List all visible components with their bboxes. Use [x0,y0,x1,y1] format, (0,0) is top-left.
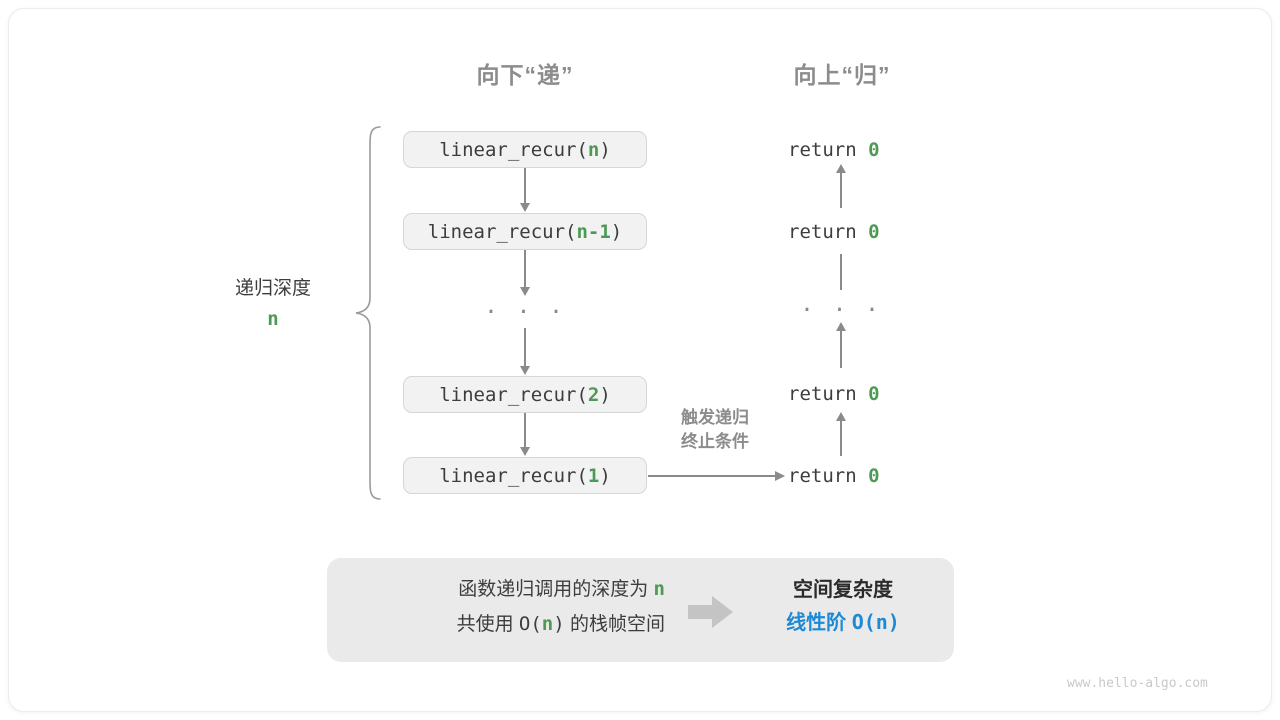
summary-result-title: 空间复杂度 [793,579,893,601]
call-box-1-arg: 1 [587,464,600,487]
arrow-down-1 [520,168,530,212]
ellipsis-right: · · · [800,298,882,323]
summary-description-line1-text: 函数递归调用的深度为 [458,579,649,600]
summary-result: 空间复杂度 线性阶 O(n) [758,574,928,639]
call-box-n-minus-1-arg: n-1 [576,220,611,243]
summary-description-line2-text-a: 共使用 [456,614,514,635]
watermark: www.hello-algo.com [1067,676,1208,691]
return-label-3: return 0 [788,383,880,405]
summary-description-line2: 共使用 O(n) 的栈帧空间 [355,607,665,642]
arrow-down-4 [520,413,530,456]
ellipsis-left: · · · [484,300,566,325]
trigger-condition-line1: 触发递归 [681,408,749,427]
summary-result-value: 线性阶 O(n) [758,606,928,639]
return-value-4: 0 [868,465,880,487]
call-box-n-arg: n [587,138,600,161]
return-keyword-2: return [788,221,857,243]
recursion-depth-text: 递归深度 [234,278,311,299]
summary-description-line1-value: n [653,578,665,600]
summary-description-line2-open: O( [518,613,542,635]
summary-description-line1: 函数递归调用的深度为 n [355,572,665,607]
summary-result-notation: O(n) [851,610,900,634]
trigger-condition-line2: 终止条件 [681,432,749,451]
return-label-2: return 0 [788,221,880,243]
heading-upward-return: 向上“归” [793,62,891,88]
implies-arrow-icon [688,596,733,628]
call-box-1-prefix: linear_recur( [439,464,588,487]
return-label-4: return 0 [788,465,880,487]
heading-downward-recursion: 向下“递” [476,62,574,88]
call-box-n-prefix: linear_recur( [439,138,588,161]
call-box-n-suffix: ) [599,138,611,161]
call-box-2-arg: 2 [587,383,600,406]
return-value-3: 0 [868,383,880,405]
line-up-segment-upper [840,254,842,290]
summary-result-order: 线性阶 [786,612,847,634]
return-keyword-3: return [788,383,857,405]
recursion-depth-label: 递归深度 n [180,274,366,334]
return-value-1: 0 [868,139,880,161]
arrow-up-3 [836,412,846,456]
summary-description-line2-value: n [541,613,554,635]
arrow-down-3 [520,328,530,375]
summary-description-line2-text-b: 的栈帧空间 [569,614,665,635]
depth-brace [355,126,381,500]
return-keyword-1: return [788,139,857,161]
summary-box [327,558,954,662]
call-box-2[interactable]: linear_recur(2) [403,376,647,413]
return-label-1: return 0 [788,139,880,161]
arrow-base-case [648,471,785,481]
call-box-n-minus-1-prefix: linear_recur( [427,220,577,243]
return-value-2: 0 [868,221,880,243]
summary-description-line2-close: ) [553,613,565,635]
arrow-down-2 [520,250,530,296]
return-keyword-4: return [788,465,857,487]
call-box-1[interactable]: linear_recur(1) [403,457,647,494]
summary-description: 函数递归调用的深度为 n 共使用 O(n) 的栈帧空间 [355,572,665,642]
arrow-up-2 [836,322,846,368]
call-box-1-suffix: ) [599,464,611,487]
trigger-condition-label: 触发递归 终止条件 [640,406,790,454]
recursion-depth-value: n [267,308,279,330]
call-box-n[interactable]: linear_recur(n) [403,131,647,168]
call-box-n-minus-1-suffix: ) [610,220,623,243]
call-box-2-suffix: ) [599,383,611,406]
call-box-2-prefix: linear_recur( [439,383,588,406]
call-box-n-minus-1[interactable]: linear_recur(n-1) [403,213,647,250]
arrow-up-1 [836,164,846,208]
